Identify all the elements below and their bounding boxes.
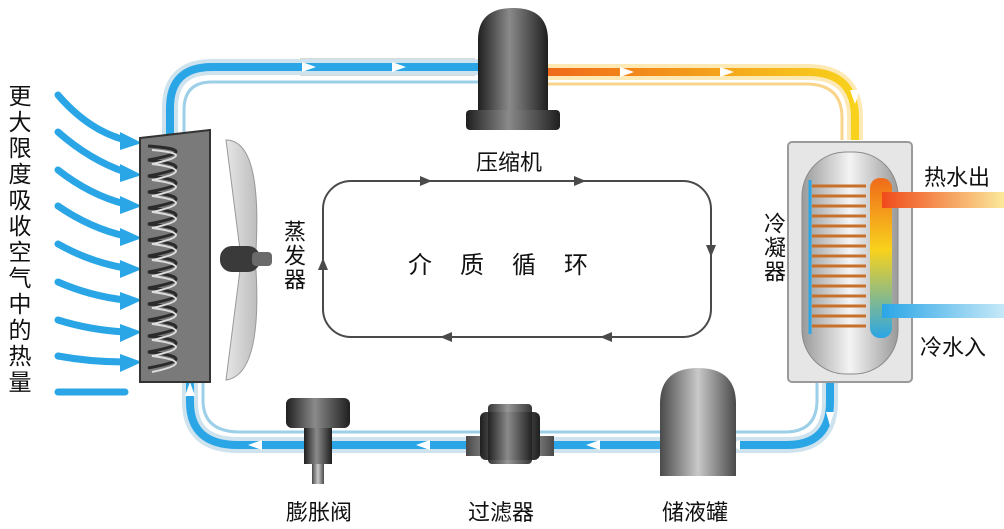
- hot-water-pipe: [882, 192, 1004, 208]
- filter-unit: [466, 404, 554, 464]
- filter-label: 过滤器: [468, 501, 535, 526]
- condenser-label: 冷凝器: [760, 212, 785, 284]
- refrigerant-loop: [162, 58, 863, 453]
- receiver-unit: [660, 368, 736, 476]
- air-heat-caption: 更大限度吸收空气中的热量: [4, 84, 30, 396]
- condenser-tank: [787, 141, 913, 383]
- evaporator-coil: [139, 128, 211, 383]
- cold-water-pipe: [882, 304, 1004, 318]
- fan: [220, 139, 272, 381]
- cycle-label: 介质循环: [408, 251, 616, 279]
- cycle-loop: [318, 176, 716, 342]
- air-intake-arrows: [54, 91, 129, 396]
- cold-water-in-label: 冷水入: [920, 336, 987, 361]
- expansion-valve-unit: [286, 398, 350, 484]
- compressor-label: 压缩机: [476, 151, 543, 176]
- evaporator-label: 蒸发器: [280, 220, 305, 292]
- compressor-unit: [466, 8, 560, 130]
- expansion-valve-label: 膨胀阀: [286, 501, 353, 526]
- hot-water-out-label: 热水出: [924, 166, 991, 191]
- receiver-label: 储液罐: [662, 501, 729, 526]
